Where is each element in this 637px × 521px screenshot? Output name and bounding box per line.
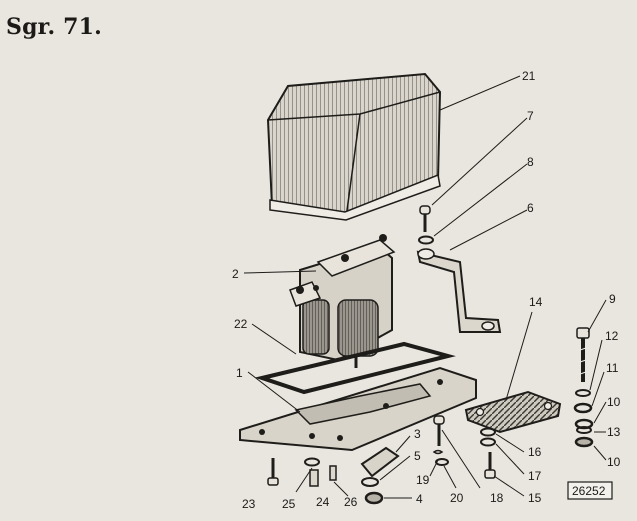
callout-19: 19: [416, 473, 430, 487]
gasket: [254, 341, 456, 395]
nut-10b: [574, 436, 594, 448]
washer-25: [304, 457, 320, 467]
washer-8: [418, 235, 434, 245]
callout-10b: 10: [607, 455, 621, 469]
nut-4: [364, 491, 384, 505]
connector-plate-3: [360, 446, 400, 478]
callout-15: 15: [528, 491, 542, 505]
screw-23: [267, 458, 279, 486]
callout-25: 25: [282, 497, 296, 511]
bolt-9: [576, 327, 590, 382]
screw-7: [419, 205, 431, 232]
callout-5: 5: [414, 449, 421, 463]
callout-26: 26: [344, 495, 358, 509]
washer-12: [575, 389, 591, 397]
figure-code-box: [567, 481, 613, 500]
callout-4: 4: [416, 492, 423, 506]
page-title: Sgr. 71.: [6, 14, 103, 40]
callout-10a: 10: [607, 395, 621, 409]
washer-20: [435, 458, 449, 466]
washer-11: [573, 402, 593, 414]
screw-18: [433, 415, 445, 446]
screw-15: [484, 452, 496, 479]
callout-12: 12: [605, 329, 619, 343]
spacer-26: [329, 465, 337, 481]
callout-22: 22: [234, 317, 248, 331]
resistor-plate: [464, 390, 562, 434]
callout-14: 14: [529, 295, 543, 309]
cover: [266, 72, 442, 221]
washer-17: [480, 437, 496, 447]
base-plate: [239, 366, 477, 452]
callout-6: 6: [527, 201, 534, 215]
callout-18: 18: [490, 491, 504, 505]
callout-16: 16: [528, 445, 542, 459]
callout-2: 2: [232, 267, 239, 281]
callout-9: 9: [609, 292, 616, 306]
regulator-unit: [289, 234, 396, 368]
callout-17: 17: [528, 469, 542, 483]
callout-24: 24: [316, 495, 330, 509]
callout-7: 7: [527, 109, 534, 123]
spring-19: [432, 449, 444, 455]
washer-13: [576, 426, 592, 434]
callout-23: 23: [242, 497, 256, 511]
mounting-bracket: [416, 248, 502, 333]
callout-1: 1: [236, 366, 243, 380]
callout-20: 20: [450, 491, 464, 505]
callout-11: 11: [606, 361, 619, 375]
callout-8: 8: [527, 155, 534, 169]
leader-lines: [243, 75, 607, 499]
callout-21: 21: [522, 69, 536, 83]
washer-5: [361, 477, 379, 487]
callout-3: 3: [414, 427, 421, 441]
spacer-24: [309, 469, 319, 487]
washer-16: [480, 427, 496, 437]
figure-code: 26252: [572, 484, 606, 498]
callout-13: 13: [607, 425, 621, 439]
